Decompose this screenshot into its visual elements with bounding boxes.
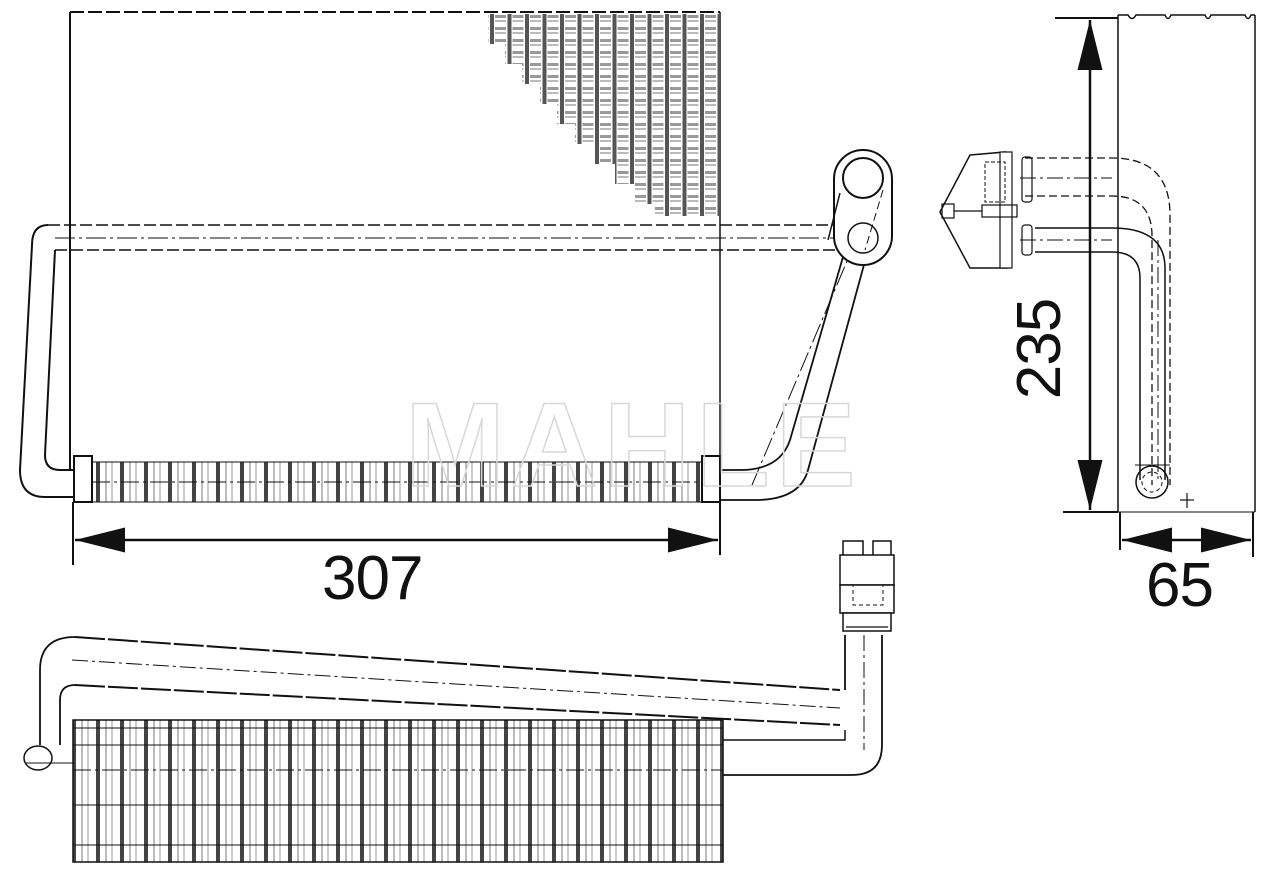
expansion-valve bbox=[939, 151, 1033, 269]
brand-watermark: MAHLE bbox=[404, 378, 862, 512]
front-view bbox=[18, 11, 893, 503]
fin-cutaway bbox=[488, 14, 720, 216]
side-view bbox=[939, 14, 1256, 513]
dimension-depth bbox=[1119, 512, 1254, 557]
dimension-height-label: 235 bbox=[1005, 298, 1075, 400]
dimension-width bbox=[72, 502, 721, 565]
bottom-view bbox=[23, 540, 895, 863]
pipe-connector bbox=[839, 540, 895, 632]
header-tank bbox=[73, 455, 721, 503]
dimension-height bbox=[1055, 17, 1118, 513]
dimension-width-label: 307 bbox=[322, 544, 423, 613]
dimension-depth-label: 65 bbox=[1146, 551, 1214, 620]
